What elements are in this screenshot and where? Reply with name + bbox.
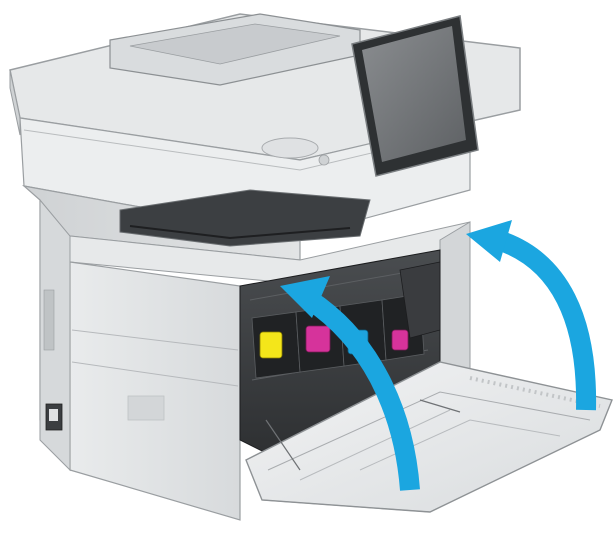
upward-curved-arrow-icon [280,276,420,491]
front-door-open[interactable] [245,361,613,513]
touchscreen [351,15,479,177]
toner-cartridge-yellow[interactable] [251,311,301,379]
upward-curved-arrow-icon [466,220,597,411]
